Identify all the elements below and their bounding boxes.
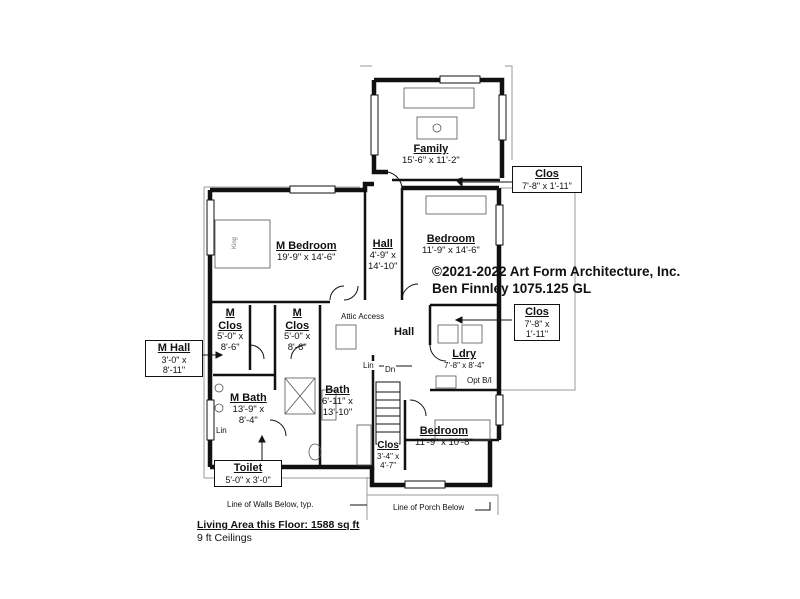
room-m-bath-name: M Bath [230, 392, 267, 404]
room-hall-center: Hall [394, 326, 414, 339]
room-clos-small-dims-1: 3'-4" x [377, 451, 400, 461]
room-m-clos-2-name-2: Clos [285, 319, 310, 332]
room-m-clos-1-name-1: M [225, 307, 235, 319]
room-family-dims: 15'-6" x 11'-2" [402, 154, 460, 166]
room-m-clos-2-dims-1: 5'-0" x [284, 331, 311, 343]
room-m-clos-1: M Clos 5'-0" x 8'-6" [217, 307, 243, 354]
room-m-clos-1-dims-2: 8'-6" [220, 342, 240, 354]
room-bath: Bath 6'-11" x 13'-10" [322, 384, 353, 418]
callout-arrows [200, 177, 512, 511]
room-ldry: Ldry 7'-8" x 8'-4" [444, 348, 484, 370]
callout-m-hall-dims-2: 8'-11" [162, 364, 186, 375]
room-m-clos-2: M Clos 5'-0" x 8'-6" [284, 307, 310, 354]
note-lin-1: Lin [362, 361, 375, 370]
callout-toilet-name: Toilet [233, 462, 263, 474]
furniture [214, 87, 491, 466]
callout-toilet: Toilet 5'-0" x 3'-0" [214, 460, 282, 487]
callout-clos-right: Clos 7'-8" x 1'-11" [514, 304, 560, 342]
callout-clos-top-name: Clos [535, 168, 559, 180]
ceilings-label: 9 ft Ceilings [197, 532, 252, 544]
room-hall-upper-name: Hall [372, 238, 393, 250]
interior-walls [210, 178, 500, 470]
copyright-line-1: ©2021-2022 Art Form Architecture, Inc. [432, 264, 681, 279]
room-hall-upper: Hall 4'-9" x 14'-10" [368, 238, 397, 272]
room-ldry-dims: 7'-8" x 8'-4" [444, 360, 485, 370]
room-clos-small-dims-2: 4'-7" [380, 460, 397, 470]
room-bedroom-ne-name: Bedroom [426, 233, 475, 245]
room-m-bedroom-name: M Bedroom [276, 240, 337, 252]
callout-m-hall-dims-1: 3'-0" x [161, 354, 187, 365]
room-ldry-name: Ldry [452, 348, 477, 360]
stairs [375, 365, 412, 445]
room-m-bedroom: M Bedroom 19'-9" x 14'-6" [276, 240, 337, 264]
note-porch-below: Line of Porch Below [392, 503, 466, 512]
callout-clos-right-dims-1: 7'-8" x [524, 318, 550, 329]
callout-m-hall-name: M Hall [157, 342, 191, 354]
room-m-clos-2-name-1: M [292, 307, 302, 319]
room-family-name: Family [413, 143, 449, 155]
room-m-clos-1-name-2: Clos [218, 319, 243, 332]
callout-m-hall: M Hall 3'-0" x 8'-11" [145, 340, 203, 378]
room-clos-small-name: Clos [377, 440, 399, 451]
room-m-clos-1-dims-1: 5'-0" x [217, 331, 244, 343]
callout-clos-top: Clos 7'-8" x 1'-11" [512, 166, 582, 193]
note-walls-below: Line of Walls Below, typ. [226, 500, 315, 509]
room-bedroom-se-dims: 11'-9" x 10'-8" [415, 436, 473, 448]
callout-clos-right-dims-2: 1'-11" [525, 328, 549, 339]
note-king: King [232, 236, 239, 250]
room-bedroom-ne-dims: 11'-9" x 14'-6" [422, 244, 480, 256]
room-bedroom-se: Bedroom 11'-9" x 10'-8" [415, 425, 473, 449]
room-bath-dims-1: 6'-11" x [322, 395, 353, 407]
room-bath-name: Bath [325, 384, 350, 396]
room-bedroom-se-name: Bedroom [419, 425, 468, 437]
copyright-line-2: Ben Finnley 1075.125 GL [432, 280, 592, 296]
room-family: Family 15'-6" x 11'-2" [402, 143, 460, 167]
room-hall-upper-dims-2: 14'-10" [368, 260, 398, 272]
room-m-bath-dims-1: 13'-9" x [232, 403, 265, 415]
living-area-label: Living Area this Floor: 1588 sq ft [197, 519, 360, 531]
callout-clos-right-name: Clos [525, 306, 549, 318]
room-m-bedroom-dims: 19'-9" x 14'-6" [277, 251, 336, 263]
room-m-bath-dims-2: 8'-4" [238, 414, 258, 426]
room-bedroom-ne: Bedroom 11'-9" x 14'-6" [422, 233, 480, 257]
copyright-block: ©2021-2022 Art Form Architecture, Inc. B… [432, 264, 680, 298]
room-hall-center-name: Hall [394, 326, 415, 338]
room-m-clos-2-dims-2: 8'-6" [287, 342, 307, 354]
room-hall-upper-dims-1: 4'-9" x [369, 249, 396, 261]
door-swings [249, 171, 447, 437]
callout-clos-top-dims: 7'-8" x 1'-11" [522, 180, 572, 191]
windows [206, 75, 507, 489]
callout-toilet-dims: 5'-0" x 3'-0" [225, 474, 271, 485]
note-dn: Dn [384, 365, 397, 374]
room-bath-dims-2: 13'-10" [322, 406, 353, 418]
note-attic-access: Attic Access [340, 312, 386, 321]
note-lin-2: Lin [215, 426, 228, 435]
note-opt-bi: Opt B/I [466, 376, 493, 385]
room-m-bath: M Bath 13'-9" x 8'-4" [230, 392, 267, 426]
room-clos-small: Clos 3'-4" x 4'-7" [377, 440, 400, 470]
